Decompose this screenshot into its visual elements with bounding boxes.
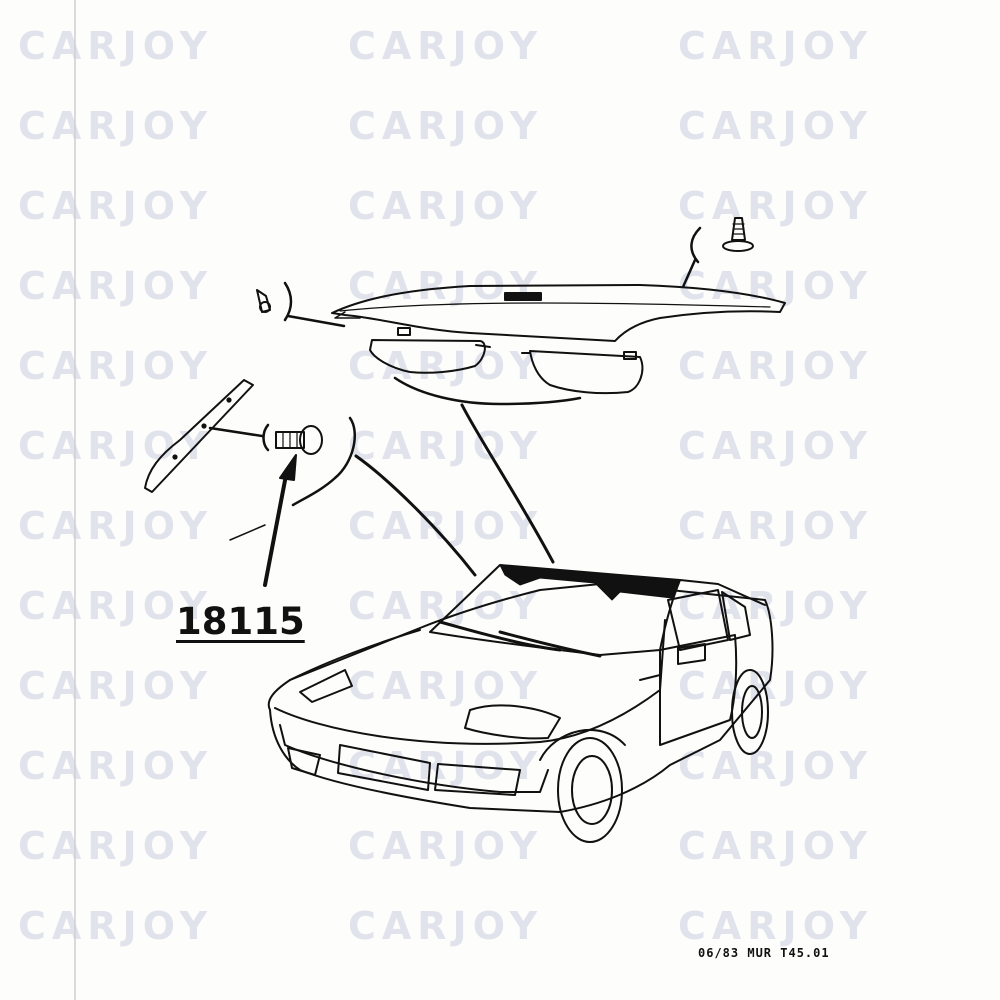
leader-line-strip — [229, 524, 266, 541]
car-illustration — [267, 564, 774, 843]
leader-line-visor — [460, 403, 555, 564]
pillar-trim-strip — [144, 379, 264, 493]
sun-visor-right — [393, 350, 644, 406]
drawing-reference-code: 06/83 MUR T45.01 — [698, 946, 830, 960]
leader-line-clip — [354, 454, 477, 577]
trim-clip-18115-icon — [262, 416, 357, 507]
headliner-panel — [331, 284, 786, 342]
rear-clip-screw-icon — [681, 217, 754, 289]
callout-arrow-icon — [263, 454, 297, 587]
front-screw-icon — [256, 281, 346, 328]
part-number-callout[interactable]: 18115 — [176, 600, 305, 643]
sun-visor-left — [369, 327, 491, 374]
